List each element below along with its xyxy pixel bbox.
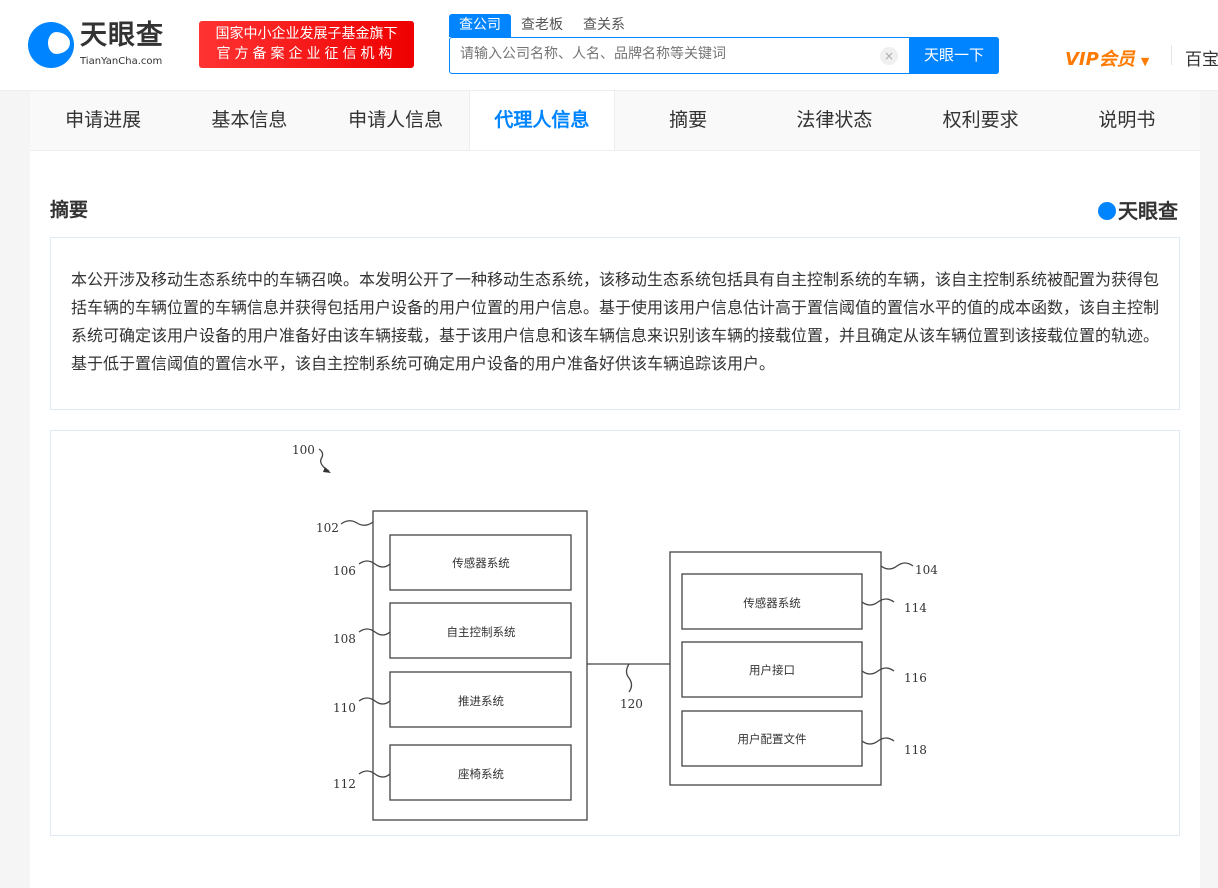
tianyancha-logo[interactable]: 天眼查 TianYanCha.com [28,20,188,70]
search-box: × 天眼一下 [449,37,999,74]
brand-watermark: 天眼查 [1098,195,1178,224]
tab-basic-info[interactable]: 基本信息 [211,109,288,131]
search-tab-relation[interactable]: 查关系 [583,17,625,33]
caret-down-icon: ▼ [1140,55,1150,68]
top-header: 天眼查 TianYanCha.com 国家中小企业发展子基金旗下 官方备案企业征… [0,0,1218,91]
ref-100: 100 [292,443,315,457]
block-label: 自主控制系统 [447,625,516,639]
section-title: 摘要 [50,199,89,221]
ref-102: 102 [316,521,339,535]
search-type-tabs: 查公司 查老板 查关系 [449,14,635,37]
tab-progress[interactable]: 申请进展 [65,109,142,131]
block-label: 用户配置文件 [738,732,807,746]
vip-label: VIP会员 [1065,49,1135,70]
more-menu[interactable]: 百宝箱 [1185,50,1218,70]
ref-label: 106 [333,564,356,578]
block-label: 用户接口 [749,663,795,677]
ref-label: 116 [904,671,927,685]
vip-menu[interactable]: VIP会员 ▼ [1065,45,1149,71]
patent-figure: 100 102 传感器系统 自主控制系统 推进系统 座椅系统 106 108 1… [50,430,1180,836]
ref-120: 120 [620,697,643,711]
logo-url: TianYanCha.com [80,56,163,67]
logo-name: 天眼查 [80,20,164,51]
search-tab-company[interactable]: 查公司 [449,14,511,37]
ref-label: 112 [333,777,356,791]
ref-label: 110 [333,701,356,715]
badge-line-2: 官方备案企业征信机构 [216,46,397,62]
abstract-text: 本公开涉及移动生态系统中的车辆召唤。本发明公开了一种移动生态系统，该移动生态系统… [50,237,1180,410]
ref-104: 104 [915,563,938,577]
tab-legal-status[interactable]: 法律状态 [796,109,873,131]
divider [1171,45,1172,65]
detail-tabs: 申请进展 基本信息 申请人信息 代理人信息 摘要 法律状态 权利要求 说明书 [30,91,1200,151]
block-label: 传感器系统 [452,556,510,570]
tab-applicant[interactable]: 申请人信息 [348,109,444,131]
logo-icon [1098,202,1116,220]
ref-label: 108 [333,632,356,646]
block-label: 座椅系统 [458,767,504,781]
arrow-icon [318,448,330,472]
ref-label: 114 [904,601,927,615]
tab-claims[interactable]: 权利要求 [942,109,1019,131]
tab-agent[interactable]: 代理人信息 [468,91,615,150]
search-input[interactable] [460,46,870,62]
search-tab-boss[interactable]: 查老板 [521,17,563,33]
brand-name: 天眼查 [1118,199,1178,223]
patent-detail-card: 申请进展 基本信息 申请人信息 代理人信息 摘要 法律状态 权利要求 说明书 摘… [30,91,1200,888]
badge-line-1: 国家中小企业发展子基金旗下 [215,26,398,42]
system-diagram: 100 102 传感器系统 自主控制系统 推进系统 座椅系统 106 108 1… [292,443,938,821]
block-label: 传感器系统 [743,596,801,610]
clear-icon[interactable]: × [880,47,898,65]
logo-icon [28,22,74,68]
fund-badge: 国家中小企业发展子基金旗下 官方备案企业征信机构 [199,21,414,68]
tab-abstract[interactable]: 摘要 [669,109,708,131]
tab-description[interactable]: 说明书 [1098,109,1156,131]
ref-label: 118 [904,743,927,757]
search-button[interactable]: 天眼一下 [909,37,999,74]
vehicle-box [372,510,588,821]
block-label: 推进系统 [458,694,504,708]
